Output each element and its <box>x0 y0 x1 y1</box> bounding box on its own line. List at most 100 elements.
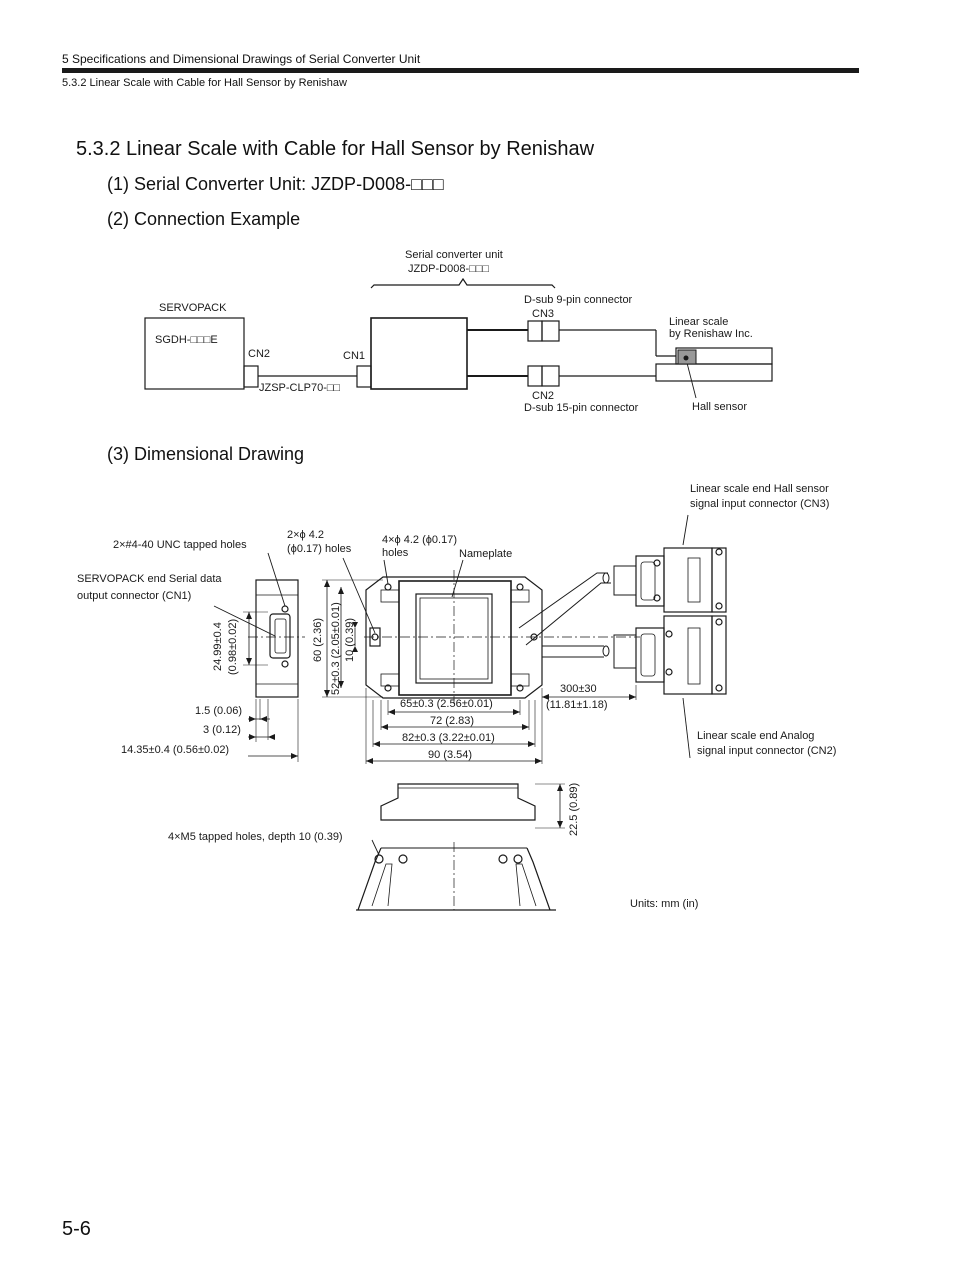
cn2-pins <box>640 633 656 677</box>
label-m5-holes: 4×M5 tapped holes, depth 10 (0.39) <box>168 831 343 843</box>
arrow <box>528 741 535 747</box>
lower-side-view <box>380 783 536 821</box>
cn3-back <box>711 547 727 613</box>
page-number: 5-6 <box>62 1218 91 1240</box>
dim-label-2499: 24.99±0.4 <box>212 622 224 671</box>
arrow <box>557 821 563 828</box>
cable-model: JZSP-CLP70-□□ <box>259 382 340 394</box>
label-hall-connector-1: Linear scale end Hall sensor <box>690 483 829 495</box>
cn2-screw-2 <box>665 668 673 676</box>
dim-label-82: 82±0.3 (3.22±0.01) <box>402 732 495 744</box>
arrow <box>388 709 395 715</box>
cable-upper-2 <box>525 582 611 646</box>
dim-label-15: 1.5 (0.06) <box>195 705 242 717</box>
arrow <box>249 734 256 740</box>
unit-model: JZDP-D008-□□□ <box>408 263 489 275</box>
dim-label-72: 72 (2.83) <box>430 715 474 727</box>
side-screw-bottom <box>281 660 289 668</box>
unit-brace <box>370 277 556 289</box>
hole-bl <box>384 684 392 692</box>
arrow <box>324 690 330 697</box>
label-nameplate: Nameplate <box>459 548 512 560</box>
running-header-chapter: 5 Specifications and Dimensional Drawing… <box>62 52 421 66</box>
label-units: Units: mm (in) <box>630 898 698 910</box>
arrow <box>381 724 388 730</box>
hole-tr <box>516 583 524 591</box>
front-view-outline <box>365 576 543 699</box>
scale-label-2: by Renishaw Inc. <box>669 328 753 340</box>
cn3-screw-4 <box>715 602 723 610</box>
arrow <box>557 784 563 791</box>
label-analog-connector-2: signal input connector (CN2) <box>697 745 836 757</box>
unit-label: Serial converter unit <box>405 249 503 261</box>
m5-hole-2 <box>398 854 408 864</box>
flange-tab-tr <box>510 589 530 603</box>
subsection-dimensional-drawing: (3) Dimensional Drawing <box>107 444 305 464</box>
hall-sensor-label: Hall sensor <box>692 401 747 413</box>
converter-unit-box <box>370 317 468 390</box>
dim-label-65: 65±0.3 (2.56±0.01) <box>400 698 493 710</box>
leader-servopack-end <box>213 605 276 637</box>
running-header-section: 5.3.2 Linear Scale with Cable for Hall S… <box>62 77 347 89</box>
dim-label-300in: (11.81±1.18) <box>546 699 607 711</box>
header-rule <box>62 68 859 73</box>
side-screw-top <box>281 605 289 613</box>
cn2-shell <box>635 627 665 683</box>
arrow <box>260 716 267 722</box>
cn2-right-label: CN2 <box>532 390 554 402</box>
dsub9-plug <box>527 320 543 342</box>
arrow <box>268 734 275 740</box>
arrow <box>291 753 298 759</box>
cn2-screw-3 <box>715 618 723 626</box>
flange-tab-tl <box>380 589 400 603</box>
flange-tab-bl <box>380 673 400 687</box>
dim-label-10: 10 (0.39) <box>344 618 356 662</box>
servopack-model: SGDH-□□□E <box>155 334 218 346</box>
dim-label-3: 3 (0.12) <box>203 724 241 736</box>
dsub15-receptacle <box>541 365 560 387</box>
cn2-back <box>711 615 727 695</box>
arrow <box>513 709 520 715</box>
cn1-label: CN1 <box>343 350 365 362</box>
arrow <box>249 716 256 722</box>
dimensional-drawing: Linear scale end Hall sensor signal inpu… <box>77 483 836 911</box>
hole-tl <box>384 583 392 591</box>
dim-label-225: 22.5 (0.89) <box>568 783 580 836</box>
servopack-box <box>144 317 245 390</box>
hall-leader <box>685 358 697 399</box>
arrow <box>352 646 358 652</box>
label-4holes-1: 4×ϕ 4.2 (ϕ0.17) <box>382 534 457 546</box>
label-2holes-1: 2×ϕ 4.2 <box>287 529 324 541</box>
connection-diagram: Serial converter unit JZDP-D008-□□□ SERV… <box>144 249 773 414</box>
label-2holes-2: (ϕ0.17) holes <box>287 543 352 555</box>
dsub15-label: D-sub 15-pin connector <box>524 402 639 414</box>
arrow <box>246 658 252 665</box>
front-view-case <box>398 580 512 696</box>
leader-4holes <box>383 559 389 585</box>
cn2-hood-detail <box>687 627 701 685</box>
flange-tab-br <box>510 673 530 687</box>
servopack-cn2 <box>243 365 259 388</box>
arrow <box>629 694 636 700</box>
dim-label-52: 52±0.3 (2.05±0.01) <box>330 602 342 695</box>
dim-label-1435: 14.35±0.4 (0.56±0.02) <box>121 744 229 756</box>
leader-m5 <box>371 839 380 856</box>
leader-unc <box>267 552 286 607</box>
cn3-screw-3 <box>715 548 723 556</box>
label-analog-connector-1: Linear scale end Analog <box>697 730 814 742</box>
cn3-plug <box>613 565 637 596</box>
m5-hole-4 <box>513 854 523 864</box>
dsub-inner <box>274 618 287 654</box>
scale-body <box>655 363 773 382</box>
m5-hole-3 <box>498 854 508 864</box>
arrow <box>338 681 344 688</box>
leader-nameplate <box>451 559 464 598</box>
arrow <box>324 580 330 587</box>
unit-cn1 <box>356 365 372 388</box>
hole-br <box>516 684 524 692</box>
arrow <box>535 758 542 764</box>
dim-label-90: 90 (3.54) <box>428 749 472 761</box>
arrow <box>366 758 373 764</box>
dsub15-plug <box>527 365 543 387</box>
leader-cn3 <box>682 514 689 546</box>
